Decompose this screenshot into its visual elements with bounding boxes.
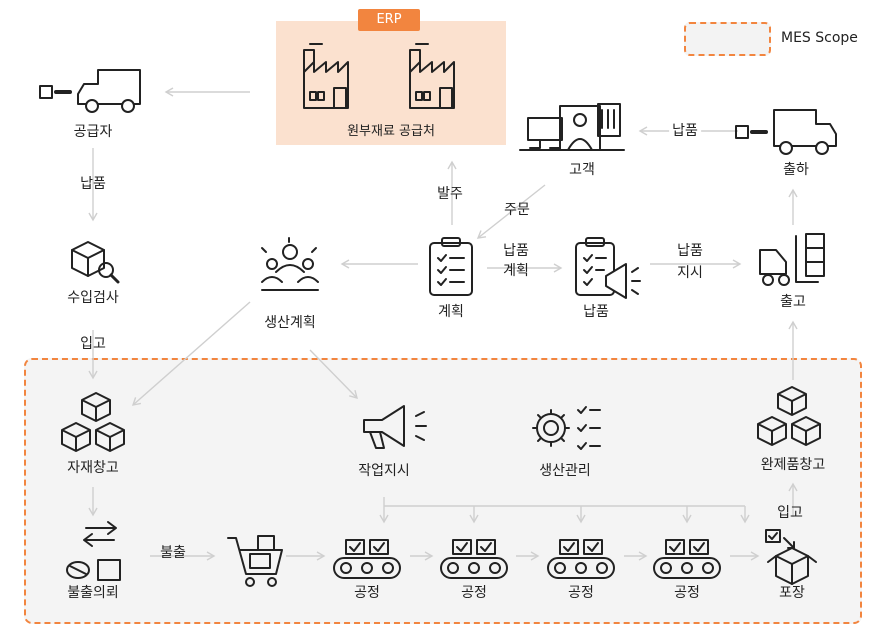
conveyor-icon xyxy=(440,539,508,579)
release-request-icon xyxy=(66,521,121,581)
finished-goods-warehouse-label: 완제품창고 xyxy=(760,457,826,473)
cart-icon xyxy=(227,535,283,587)
legend-label: MES Scope xyxy=(781,30,858,46)
megaphone-icon xyxy=(363,405,427,449)
shipping-truck-icon xyxy=(735,109,837,155)
customer-label: 고객 xyxy=(569,162,595,178)
material-warehouse-icon xyxy=(61,392,125,452)
edge-label-customer-delivery: 납품 xyxy=(669,122,701,140)
release-request-label: 불출의뢰 xyxy=(67,585,119,601)
factory-icon xyxy=(303,43,349,109)
erp-supplier-label: 원부재료 공급처 xyxy=(347,124,435,139)
legend-swatch xyxy=(684,22,771,56)
material-warehouse-label: 자재창고 xyxy=(67,460,119,476)
conveyor-icon xyxy=(547,539,615,579)
customer-icon xyxy=(519,103,625,151)
edge-label-order: 주문 xyxy=(504,202,530,218)
edge-label-inbound: 입고 xyxy=(80,336,106,352)
connectors xyxy=(88,87,798,561)
process-label: 공정 xyxy=(674,585,700,601)
edge-label-delivery-instruction-2: 지시 xyxy=(677,265,703,281)
supplier-label: 공급자 xyxy=(73,124,113,140)
arrow-planning-to-workorder xyxy=(309,349,358,400)
gear-checklist-icon xyxy=(532,406,601,450)
delivery-label: 납품 xyxy=(583,304,609,320)
mes-scope-region xyxy=(24,358,862,624)
edge-label-inbound-fg: 입고 xyxy=(777,505,803,521)
edge-label-purchase-order: 발주 xyxy=(437,186,463,202)
erp-badge: ERP xyxy=(358,9,420,31)
inspection-icon xyxy=(71,241,120,284)
production-management-label: 생산관리 xyxy=(539,463,591,479)
arrow-customer-to-plan xyxy=(476,184,546,239)
packaging-icon xyxy=(765,529,817,585)
finished-goods-warehouse-icon xyxy=(757,386,821,446)
supplier-truck-icon xyxy=(39,69,141,113)
edge-label-delivery-instruction-1: 납품 xyxy=(677,243,703,259)
work-order-bus xyxy=(383,497,745,507)
conveyor-icon xyxy=(333,539,401,579)
delivery-clipboard-icon xyxy=(575,237,641,299)
edge-label-delivery-plan-2: 계획 xyxy=(503,263,529,279)
production-planning-label: 생산계획 xyxy=(264,315,316,331)
edge-label-release: 불출 xyxy=(160,545,186,561)
arrow-planning-to-warehouse xyxy=(131,301,251,406)
shipping-label: 출하 xyxy=(783,162,809,178)
process-label: 공정 xyxy=(568,585,594,601)
plan-clipboard-icon xyxy=(429,237,473,296)
factory-icon xyxy=(409,43,455,109)
edge-label-supplier-delivery: 납품 xyxy=(80,176,106,192)
incoming-inspection-label: 수입검사 xyxy=(67,290,119,306)
packaging-label: 포장 xyxy=(779,585,805,601)
process-label: 공정 xyxy=(354,585,380,601)
work-order-label: 작업지시 xyxy=(358,463,410,479)
conveyor-icon xyxy=(653,539,721,579)
production-planning-icon xyxy=(261,237,319,291)
forklift-icon xyxy=(759,233,825,286)
erp-region xyxy=(276,21,506,145)
edge-label-delivery-plan-1: 납품 xyxy=(503,243,529,259)
outbound-label: 출고 xyxy=(780,294,806,310)
plan-label: 계획 xyxy=(438,304,464,320)
process-label: 공정 xyxy=(461,585,487,601)
